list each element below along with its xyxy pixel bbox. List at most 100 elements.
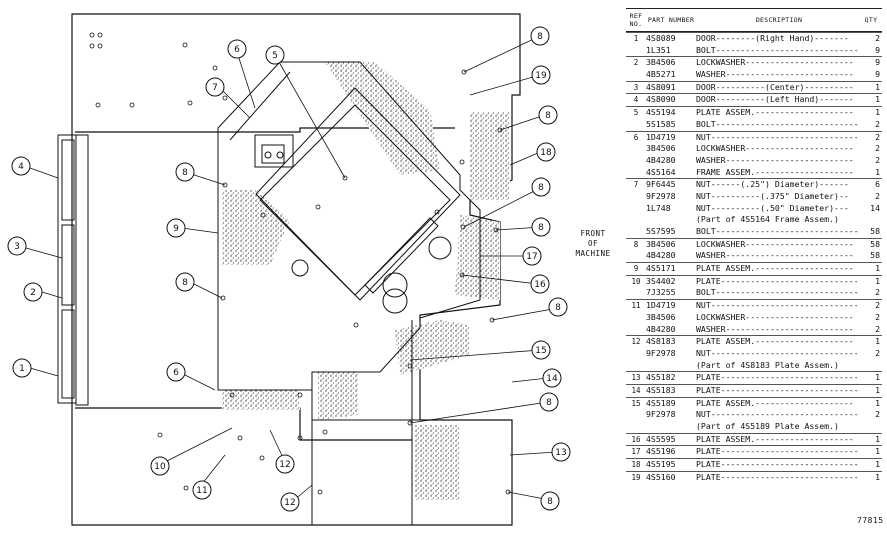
row-description: PLATE ASSEM.-------------------- <box>696 107 854 118</box>
callout-12-a: 12 <box>275 454 295 474</box>
row-part-number: 4B4280 <box>646 250 676 261</box>
svg-text:8: 8 <box>546 398 552 408</box>
row-quantity: 2 <box>875 287 880 298</box>
callout-19: 19 <box>531 65 551 85</box>
row-part-number: 4S5595 <box>646 433 676 444</box>
row-description: NUT----------(.375" Diameter)-- <box>696 190 849 201</box>
row-part-number: 1L748 <box>646 202 671 213</box>
row-quantity: 2 <box>875 33 880 43</box>
row-quantity: 9 <box>875 44 880 55</box>
callouts: 1 2 3 4 5 6 6 7 8 8 8 8 8 8 8 8 8 9 10 1… <box>7 26 571 512</box>
side-label-line: OF <box>587 239 599 248</box>
callout-11: 11 <box>192 480 212 500</box>
row-description: DOOR--------(Right Hand)------- <box>696 33 849 43</box>
svg-text:13: 13 <box>555 448 566 458</box>
row-quantity: 2 <box>875 143 880 154</box>
row-ref: 11 <box>631 301 641 311</box>
row-quantity: 1 <box>875 372 880 383</box>
callout-17: 17 <box>522 246 542 266</box>
row-quantity: 1 <box>875 471 880 482</box>
svg-text:3: 3 <box>14 242 20 252</box>
svg-text:6: 6 <box>173 368 179 378</box>
callout-18: 18 <box>536 142 556 162</box>
row-description: DOOR----------(Center)---------- <box>696 81 854 92</box>
row-description: NUT------------------------------ <box>696 300 859 311</box>
row-quantity: 14 <box>870 202 880 213</box>
svg-text:12: 12 <box>279 460 290 470</box>
callout-6-top: 6 <box>227 39 247 59</box>
row-description: PLATE---------------------------- <box>696 384 859 395</box>
row-quantity: 2 <box>875 300 880 311</box>
callout-8-d: 8 <box>538 105 558 125</box>
inner-diagonal-plate <box>259 104 452 314</box>
row-part-number: 4S5171 <box>646 263 676 274</box>
row-part-number: 3B4506 <box>646 57 676 68</box>
row-part-number: 4S8090 <box>646 94 676 105</box>
row-description: (Part of 4S5164 Frame Assem.) <box>696 214 839 225</box>
svg-text:5: 5 <box>272 51 278 61</box>
row-description: LOCKWASHER---------------------- <box>696 238 854 249</box>
row-part-number: 7J3255 <box>646 287 676 298</box>
table-header: REF NO. PART NUMBER DESCRIPTION QTY <box>626 8 882 32</box>
row-ref: 19 <box>631 472 641 482</box>
side-label-line: MACHINE <box>575 249 611 258</box>
row-ref: 9 <box>633 264 639 274</box>
table-row: 4S5164 FRAME ASSEM.-------------------- 1 <box>626 167 882 179</box>
row-part-number: 4S5194 <box>646 107 676 118</box>
row-ref: 2 <box>633 58 639 68</box>
row-part-number: 4S5182 <box>646 372 676 383</box>
row-description: WASHER-------------------------- <box>696 250 854 261</box>
row-ref: 13 <box>631 373 641 383</box>
callout-8-i: 8 <box>540 491 560 511</box>
row-description: WASHER-------------------------- <box>696 69 854 80</box>
row-part-number: 3B4506 <box>646 311 676 322</box>
parts-diagram: 1 2 3 4 5 6 6 7 8 8 8 8 8 8 8 8 8 9 10 1… <box>7 13 571 526</box>
row-part-number: 4S5160 <box>646 471 676 482</box>
row-part-number: 9F2978 <box>646 409 676 420</box>
row-quantity: 9 <box>875 57 880 68</box>
row-quantity: 6 <box>875 179 880 190</box>
callout-8-b: 8 <box>175 272 195 292</box>
row-ref: 17 <box>631 447 641 457</box>
svg-text:8: 8 <box>537 32 543 42</box>
svg-text:15: 15 <box>535 346 546 356</box>
side-label-line: FRONT <box>580 229 606 238</box>
row-ref: 15 <box>631 398 641 408</box>
row-part-number: 4S8183 <box>646 336 676 347</box>
row-quantity: 2 <box>875 131 880 142</box>
callout-7: 7 <box>205 77 225 97</box>
row-part-number: 4B4280 <box>646 154 676 165</box>
row-part-number: 1D4719 <box>646 131 676 142</box>
header-part: PART NUMBER <box>647 16 695 24</box>
row-part-number: 4B4280 <box>646 323 676 334</box>
row-description: PLATE ASSEM.-------------------- <box>696 263 854 274</box>
svg-text:8: 8 <box>538 223 544 233</box>
row-ref: 4 <box>633 95 639 105</box>
svg-text:8: 8 <box>545 111 551 121</box>
row-part-number: 4S8091 <box>646 81 676 92</box>
header-ref: REF NO. <box>629 12 643 28</box>
callout-8-a: 8 <box>175 162 195 182</box>
parts-list-table: REF NO. PART NUMBER DESCRIPTION QTY 1 4S8… <box>626 8 882 483</box>
row-quantity: 1 <box>875 166 880 177</box>
row-description: NUT------------------------------ <box>696 409 859 420</box>
callout-3: 3 <box>7 236 27 256</box>
row-description: PLATE ASSEM.-------------------- <box>696 397 854 408</box>
row-part-number: 4S5164 <box>646 166 676 177</box>
row-part-number: 9F2978 <box>646 190 676 201</box>
callout-2: 2 <box>23 282 43 302</box>
callout-8-h: 8 <box>539 392 559 412</box>
row-description: FRAME ASSEM.-------------------- <box>696 166 854 177</box>
